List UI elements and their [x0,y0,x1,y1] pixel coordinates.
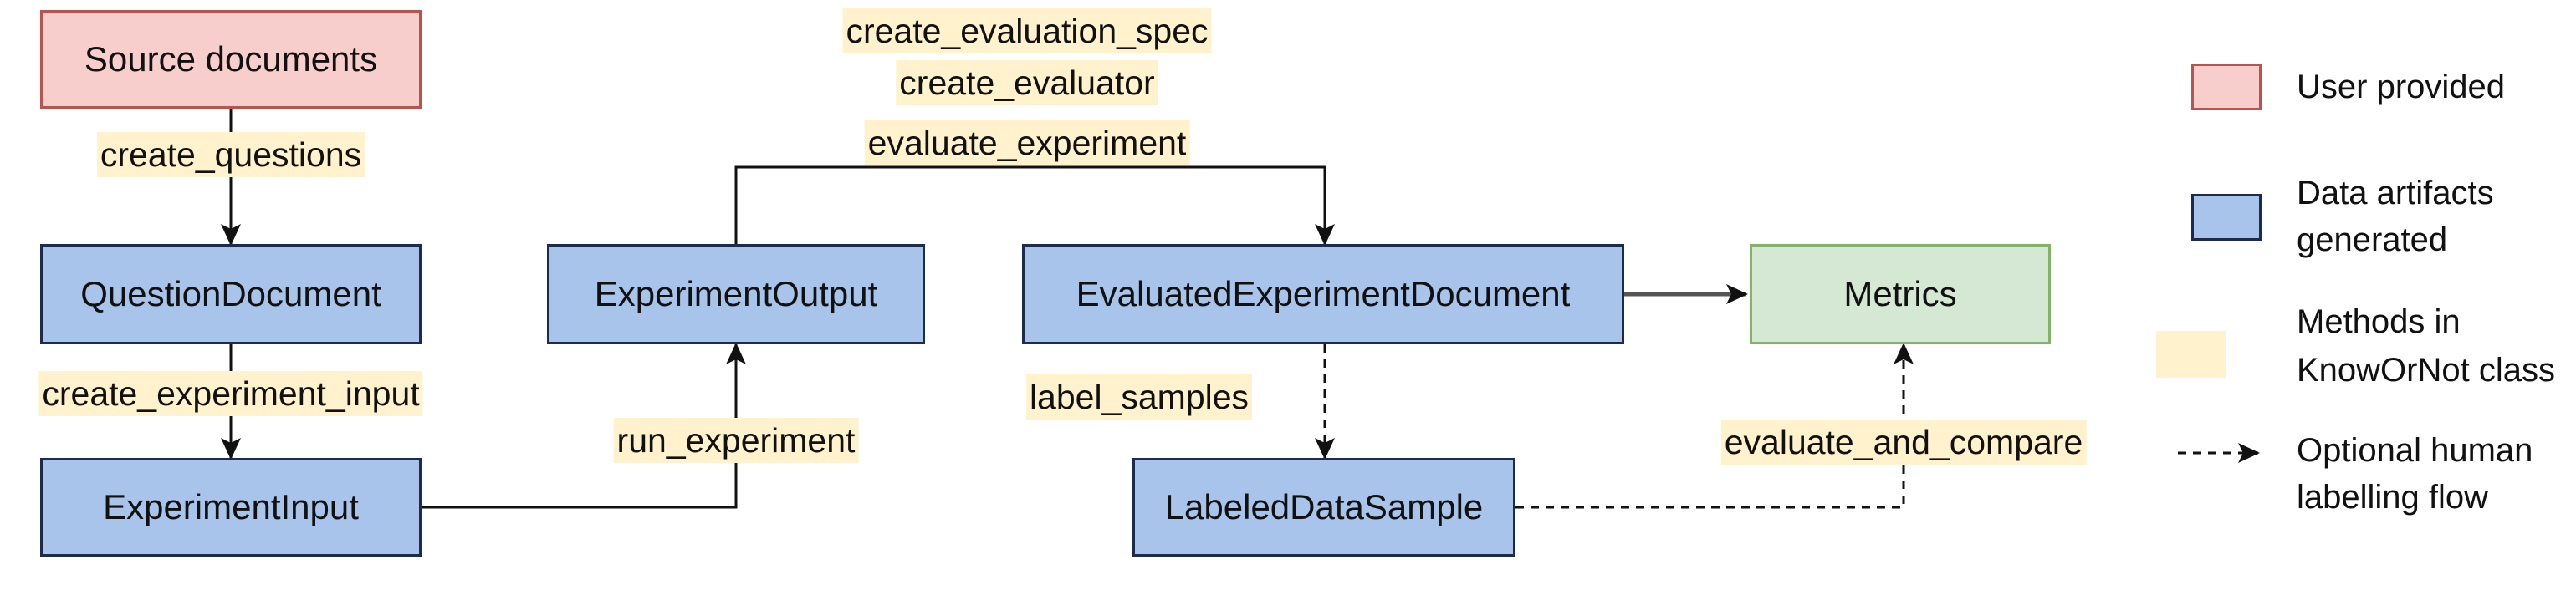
arrow-input-to-output [422,343,746,509]
method-label-create-evaluation-spec: create_evaluation_spec [842,8,1212,53]
method-label-create-evaluator: create_evaluator [896,60,1158,105]
legend-swatch-data-artifacts [2191,194,2262,241]
method-label-label-samples: label_samples [1025,374,1253,420]
legend-label-methods-line-2: KnowOrNot class [2297,352,2555,389]
legend-label-user-provided: User provided [2297,69,2506,105]
method-label-evaluate-and-compare: evaluate_and_compare [1720,420,2087,465]
legend-swatch-user-provided [2191,64,2262,110]
legend-label-methods-line-1: Methods in [2297,303,2461,340]
node-question-document: QuestionDocument [40,244,422,344]
arrow-output-to-evaluated [734,165,1335,246]
node-experiment-input: ExperimentInput [40,458,422,557]
legend-label-data-artifacts-line-1: Data artifacts [2297,175,2494,211]
node-metrics: Metrics [1750,244,2051,344]
legend-swatch-methods [2156,331,2226,378]
node-experiment-output: ExperimentOutput [547,244,925,344]
method-label-run-experiment: run_experiment [613,418,859,463]
legend-label-optional-flow-line-2: labelling flow [2297,479,2489,516]
dashed-arrow-labeled-to-metrics [1515,343,1914,509]
method-label-create-questions: create_questions [96,132,365,177]
node-source-documents: Source documents [40,10,422,109]
node-evaluated-experiment-document: EvaluatedExperimentDocument [1022,244,1624,344]
method-label-create-experiment-input: create_experiment_input [38,371,423,416]
method-label-evaluate-experiment: evaluate_experiment [864,120,1190,165]
node-labeled-data-sample: LabeledDataSample [1132,458,1515,557]
legend-label-optional-flow-line-1: Optional human [2297,432,2533,469]
legend-label-data-artifacts-line-2: generated [2297,221,2448,258]
